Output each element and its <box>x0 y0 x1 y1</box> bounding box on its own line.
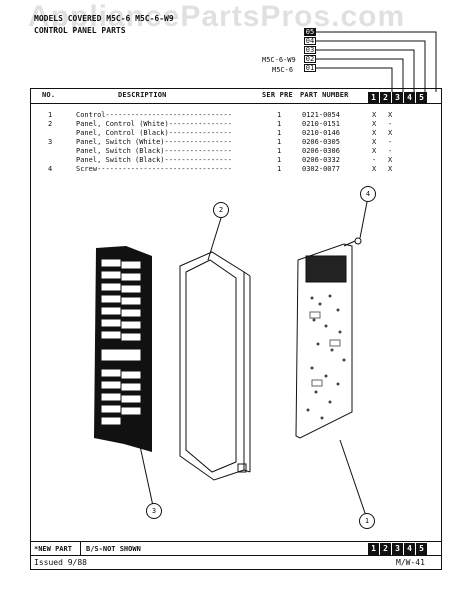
callout-2: 2 <box>213 202 229 218</box>
exploded-parts-diagram <box>94 201 368 517</box>
callout-leaders <box>139 201 368 517</box>
header-ser-pre: SER PRE <box>262 91 293 99</box>
model-stack-box-05: 05 <box>304 28 316 36</box>
models-covered-line2: CONTROL PANEL PARTS <box>34 26 126 35</box>
model-leader-lines <box>316 31 437 92</box>
footer-column-box-4: 4 <box>404 543 415 555</box>
model-label-a: M5C-6-W9 <box>262 56 296 64</box>
table-header: NO. DESCRIPTION SER PRE PART NUMBER <box>30 88 442 104</box>
model-stack-box-01: 01 <box>304 64 316 72</box>
column-box-1: 1 <box>368 92 379 104</box>
footer-new-part: *NEW PART <box>34 545 72 553</box>
column-box-5: 5 <box>416 92 427 104</box>
footer-column-box-3: 3 <box>392 543 403 555</box>
callout-4: 4 <box>360 186 376 202</box>
parts-frame <box>30 88 442 570</box>
table-row: 1 Control------------------------------ … <box>48 111 393 119</box>
screw-illustration <box>343 237 362 247</box>
column-box-4: 4 <box>404 92 415 104</box>
model-stack-box-03: 03 <box>304 46 316 54</box>
callout-3: 3 <box>146 503 162 519</box>
model-label-b: M5C-6 <box>272 66 294 74</box>
header-part-number: PART NUMBER <box>300 91 349 99</box>
footer-column-box-1: 1 <box>368 543 379 555</box>
table-row: Panel, Control (Black)--------------- 1 … <box>76 129 393 137</box>
switch-panel-illustration <box>94 246 152 452</box>
table-row: Panel, Switch (Black)---------------- 1 … <box>76 147 393 155</box>
table-row: Panel, Switch (Black)---------------- 1 … <box>76 156 393 164</box>
table-row: 4 Screw-------------------------------- … <box>48 165 393 173</box>
footer-column-box-5: 5 <box>416 543 427 555</box>
footer-issued: Issued 9/88 <box>34 558 87 567</box>
footer-bar <box>30 541 442 556</box>
control-panel-illustration <box>179 251 251 481</box>
header-description: DESCRIPTION <box>118 91 167 99</box>
watermark: AppliancePartsPros.com <box>28 0 406 33</box>
footer-divider <box>30 541 442 542</box>
footer-page-code: M/W-41 <box>396 558 425 567</box>
column-box-2: 2 <box>380 92 391 104</box>
footer-not-shown: B/S-NOT SHOWN <box>86 545 141 553</box>
callout-1: 1 <box>359 513 375 529</box>
table-row: 2 Panel, Control (White)--------------- … <box>48 120 393 128</box>
table-row: 3 Panel, Switch (White)---------------- … <box>48 138 393 146</box>
control-board-illustration <box>295 243 353 439</box>
column-box-3: 3 <box>392 92 403 104</box>
footer-cell-divider <box>80 541 81 556</box>
model-stack-box-04: 04 <box>304 37 316 45</box>
footer-column-box-2: 2 <box>380 543 391 555</box>
models-covered-line1: MODELS COVERED M5C-6 M5C-6-W9 <box>34 14 174 23</box>
model-stack-box-02: 02 <box>304 55 316 63</box>
header-no: NO. <box>42 91 56 99</box>
